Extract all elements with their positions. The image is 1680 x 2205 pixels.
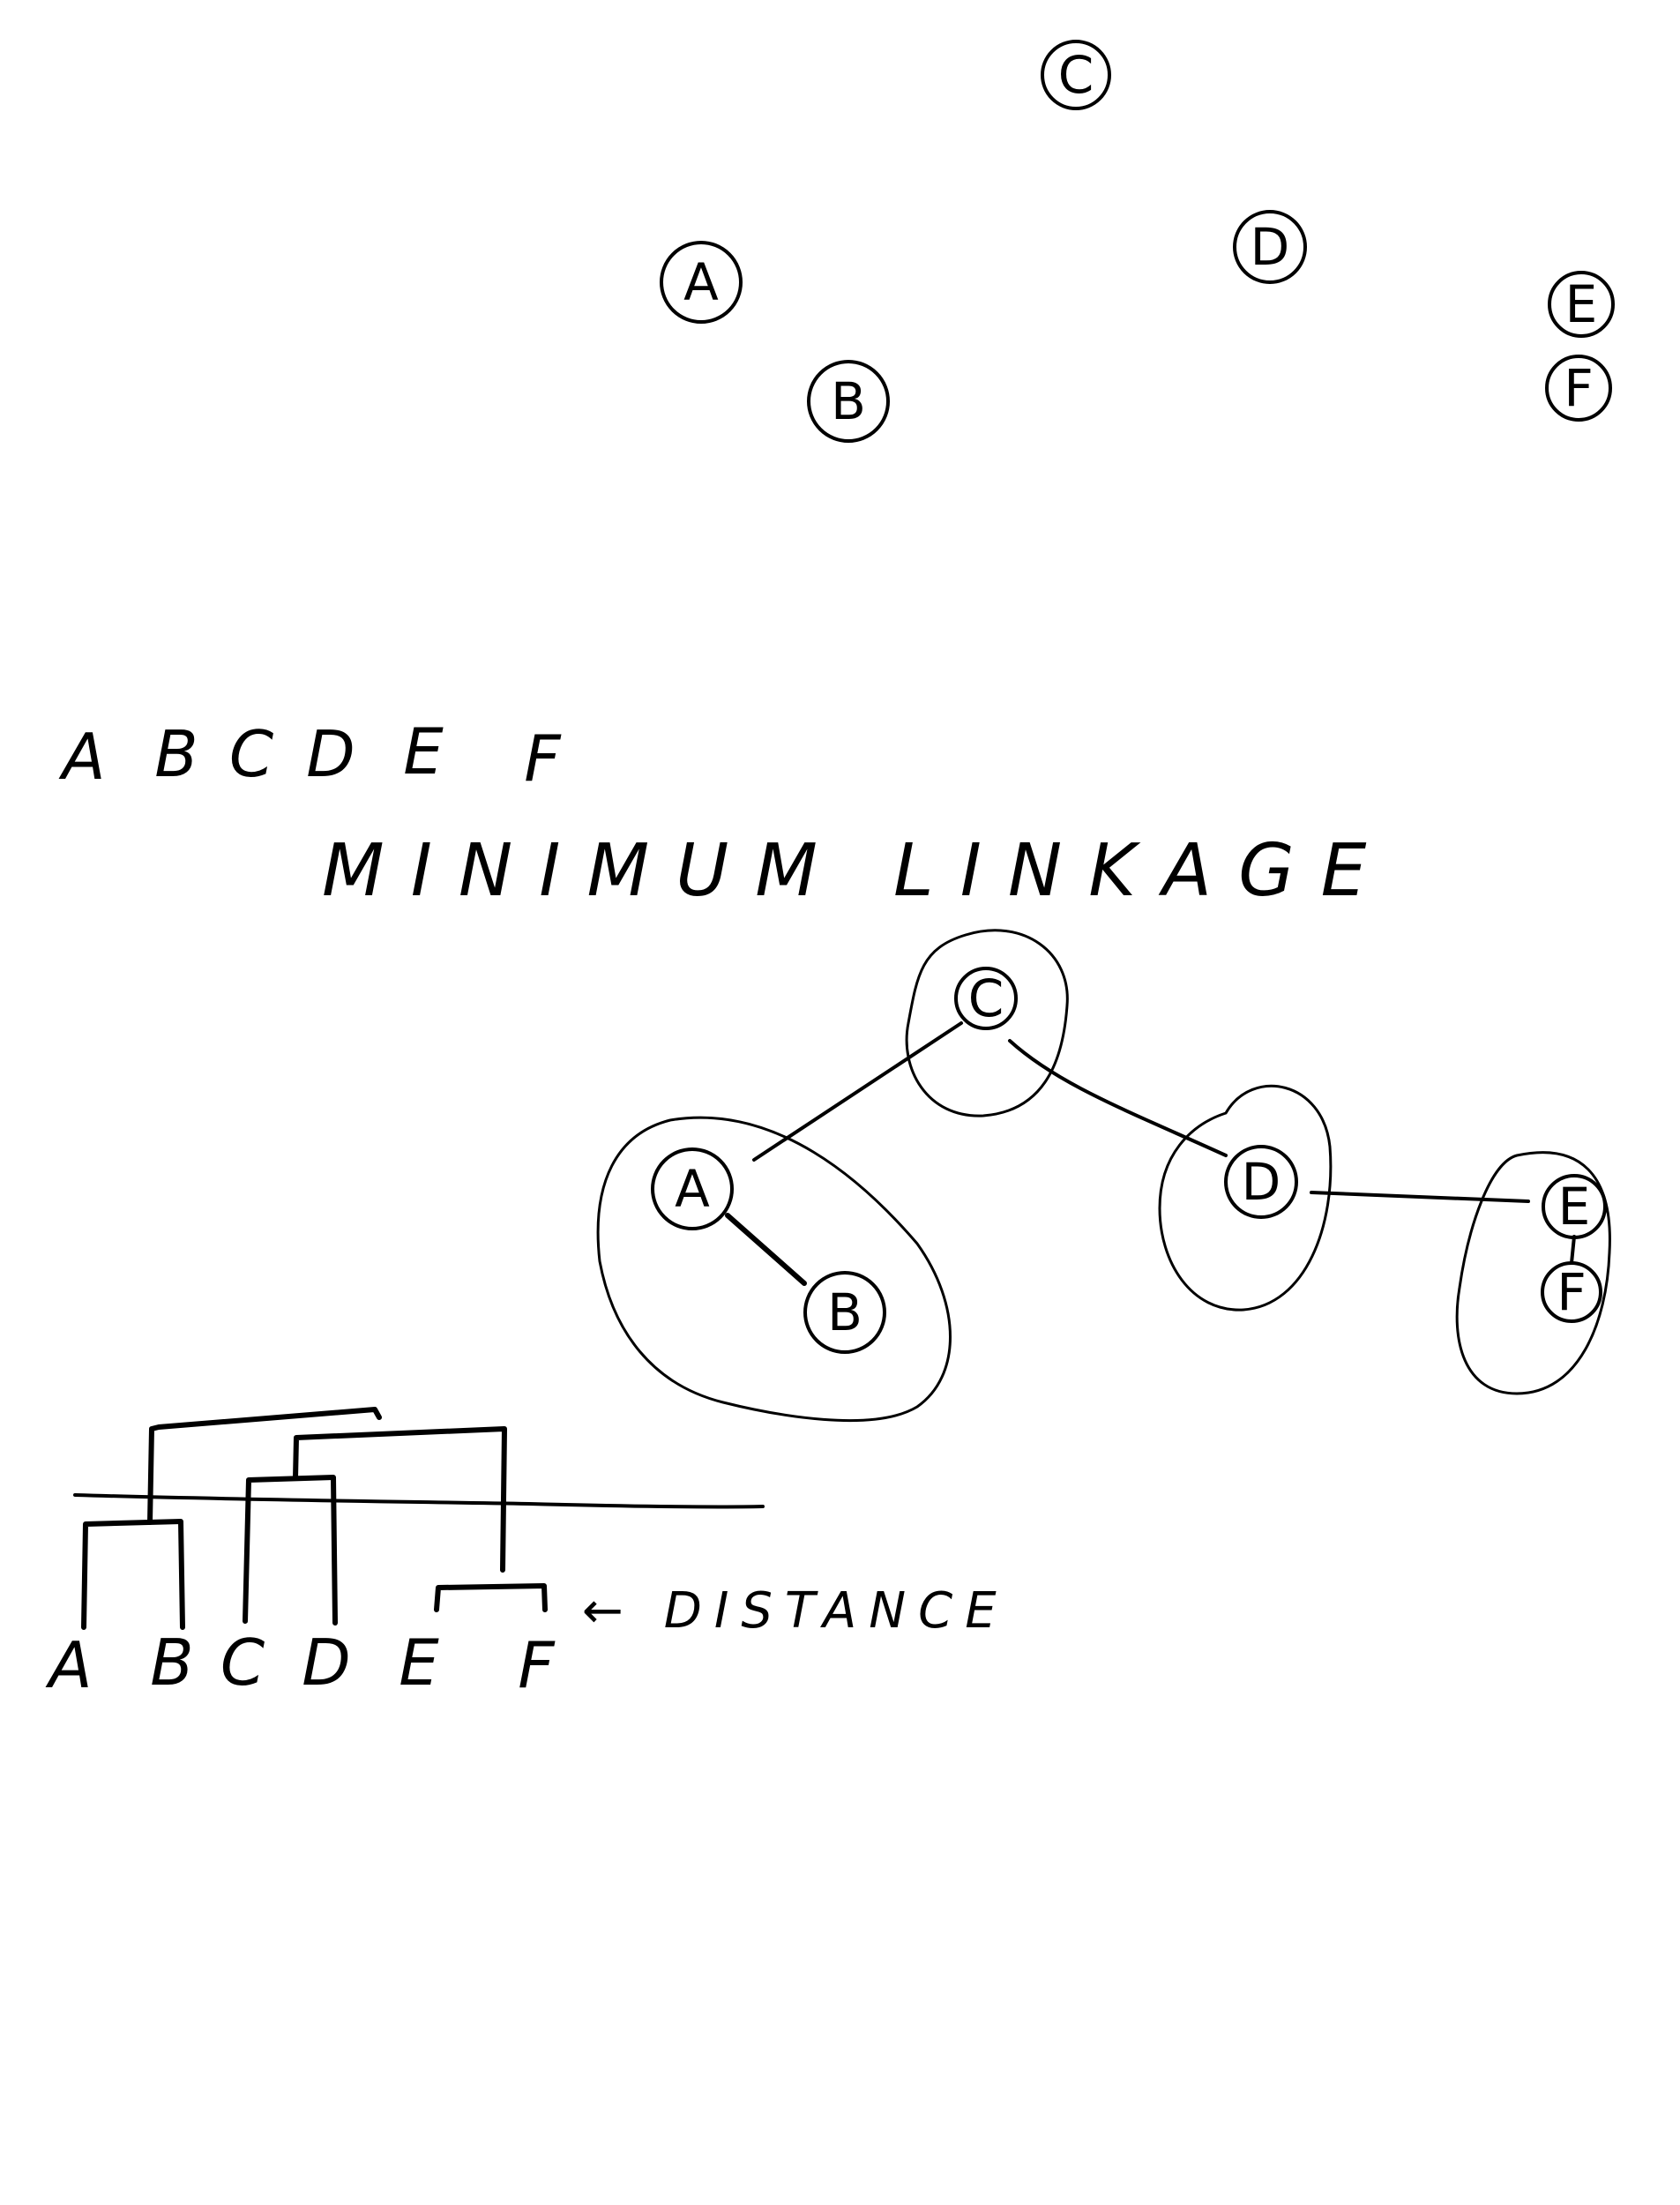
svg-text:F: F [1557, 1262, 1586, 1322]
edge-c-a [752, 1021, 963, 1162]
scatter-node-c: C [1041, 40, 1111, 110]
cluster-outline-c [905, 929, 1069, 1117]
letters-row-b: B [154, 717, 198, 791]
svg-text:A: A [675, 1159, 710, 1219]
cluster-node-e: E [1542, 1174, 1607, 1239]
svg-text:E: E [1558, 1177, 1591, 1237]
svg-text:B: B [831, 371, 866, 431]
svg-text:E: E [1565, 274, 1598, 334]
dendrogram-merge-cd [243, 1475, 338, 1626]
scatter-node-f: F [1545, 355, 1612, 422]
edge-e-f [1570, 1235, 1576, 1265]
letters-row: A B C D E F [58, 714, 562, 796]
cluster-outline-d [1158, 1084, 1333, 1312]
cluster-diagram: C A D E B F [596, 929, 1611, 1423]
dendrogram-leaf-b: B [150, 1626, 193, 1700]
diagram-title: MINIMUM LINKAGE [322, 829, 1393, 913]
cluster-node-f: F [1541, 1261, 1602, 1323]
dendrogram-leaf-f: F [518, 1628, 556, 1702]
dendrogram-leaf-a: A [45, 1628, 92, 1702]
dendrogram: A B C D E F ← DISTANCE [45, 1407, 1009, 1702]
letters-row-e: E [403, 714, 444, 789]
edge-a-b [725, 1213, 807, 1286]
svg-text:B: B [827, 1282, 862, 1342]
edge-c-d [1008, 1039, 1228, 1157]
dendrogram-leaf-e: E [399, 1626, 439, 1700]
dendrogram-merge-cd-ef [293, 1426, 507, 1573]
svg-text:F: F [1564, 358, 1593, 418]
edge-d-e [1310, 1191, 1530, 1203]
cluster-node-b: B [803, 1271, 886, 1354]
scatter-plot: C A D E B F [660, 40, 1615, 443]
scatter-node-d: D [1233, 210, 1307, 284]
distance-annotation: ← DISTANCE [582, 1582, 1009, 1640]
letters-row-f: F [524, 721, 562, 796]
cluster-outline-ab [596, 1116, 952, 1423]
dendrogram-merge-ab [81, 1519, 185, 1630]
dendrogram-cut-line [73, 1493, 765, 1509]
svg-text:C: C [1058, 45, 1094, 105]
svg-text:C: C [968, 968, 1004, 1028]
dendrogram-leaf-c: C [220, 1626, 265, 1700]
dendrogram-merge-ef [434, 1583, 548, 1612]
cluster-node-d: D [1224, 1145, 1298, 1219]
scatter-node-e: E [1548, 271, 1615, 338]
letters-row-a: A [58, 720, 105, 794]
cluster-node-c: C [954, 967, 1018, 1030]
svg-text:D: D [1242, 1152, 1281, 1212]
dendrogram-merge-root [147, 1407, 382, 1525]
svg-text:A: A [683, 252, 719, 312]
letters-row-d: D [306, 717, 355, 791]
cluster-node-a: A [651, 1147, 734, 1230]
svg-text:D: D [1251, 217, 1290, 277]
scatter-node-a: A [660, 241, 743, 324]
scatter-node-b: B [807, 360, 890, 443]
dendrogram-leaf-d: D [302, 1626, 350, 1700]
letters-row-c: C [229, 717, 274, 791]
